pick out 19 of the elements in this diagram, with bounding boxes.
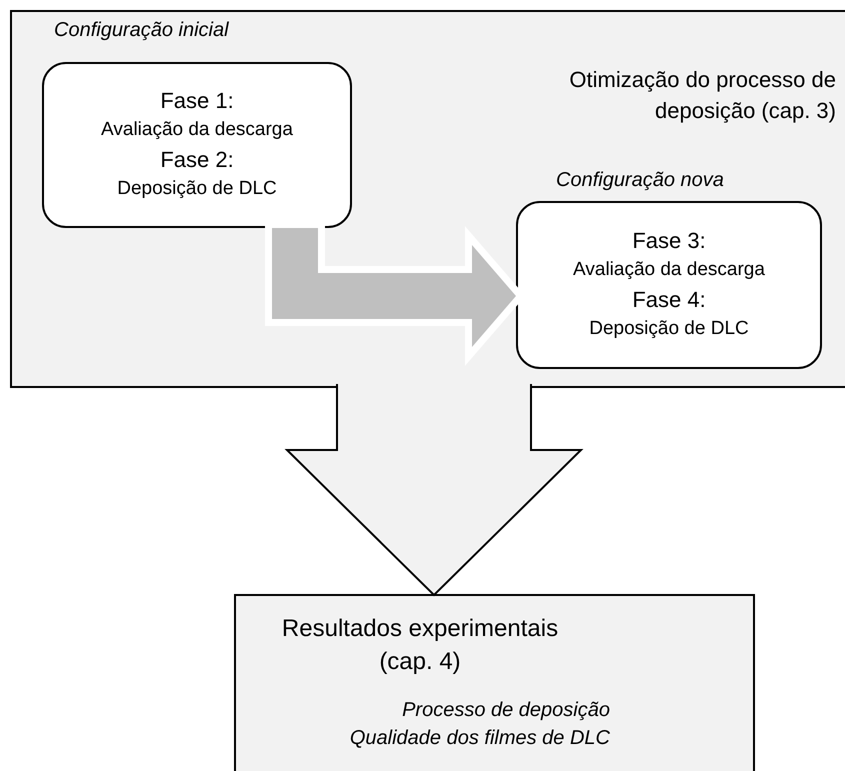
- phase-description: Avaliação da descarga: [573, 258, 765, 282]
- phase-box: [42, 62, 352, 228]
- phase-description: Avaliação da descarga: [101, 118, 293, 142]
- results-title: Resultados experimentais (cap. 4): [280, 614, 560, 677]
- configuration-label: Configuração nova: [556, 168, 724, 192]
- phase-title: Fase 4:: [632, 286, 706, 314]
- phase-title: Fase 1:: [160, 87, 234, 115]
- process-panel: [10, 10, 845, 388]
- result-item: Processo de deposição: [401, 698, 610, 723]
- result-item: Qualidade dos filmes de DLC: [348, 726, 610, 751]
- panel-title: Otimização do processo de deposição (cap. 3): [568, 66, 836, 125]
- block-arrow: [284, 383, 584, 596]
- phase-description: Deposição de DLC: [589, 317, 749, 341]
- results-box: [234, 594, 755, 771]
- phase-title: Fase 2:: [160, 146, 234, 174]
- phase-title: Fase 3:: [632, 227, 706, 255]
- phase-box: [516, 201, 822, 369]
- configuration-label: Configuração inicial: [54, 18, 229, 42]
- phase-description: Deposição de DLC: [117, 177, 277, 201]
